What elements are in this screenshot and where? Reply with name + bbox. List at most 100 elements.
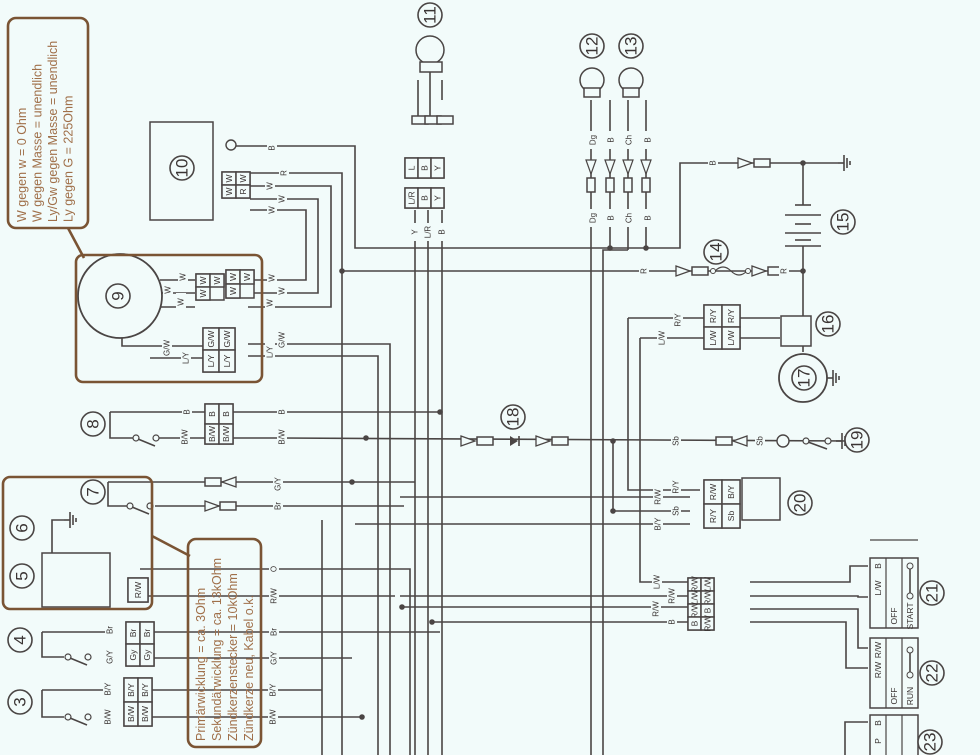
switch-contact-icon — [802, 437, 810, 445]
connector-arrow-icon — [622, 159, 634, 176]
connector-pin-label: B — [420, 165, 430, 171]
component-number-circle — [105, 283, 131, 309]
component-number-9: 9 — [109, 291, 128, 300]
wire-color-label: Sb — [756, 436, 765, 446]
annotation-line: Ly/Gw gegen Masse = unendlich — [46, 41, 60, 222]
component-number-18: 18 — [504, 408, 523, 427]
connector-pin-label: W — [228, 273, 238, 281]
connector-pin-label: Br — [128, 629, 138, 638]
plug-terminal-icon — [219, 501, 237, 511]
wire — [750, 565, 868, 583]
label-bg — [267, 269, 277, 287]
switch-table-label: START — [905, 602, 915, 629]
diode-icon — [510, 436, 518, 446]
wire-color-label: O — [270, 566, 279, 572]
plug-terminal-icon — [476, 436, 494, 446]
label-bg — [181, 349, 191, 367]
highlight-frame-coil — [1, 475, 154, 611]
wire — [250, 172, 343, 755]
bulb-socket — [583, 87, 601, 98]
switch-table-label: RUN — [905, 687, 915, 705]
connector-pin-label: R/Y — [708, 509, 718, 524]
wire-color-label: R/Y — [674, 313, 683, 327]
junction-dot — [359, 714, 365, 720]
switch-contact-icon — [906, 671, 914, 679]
label-bg — [277, 403, 287, 421]
label-bg — [269, 587, 279, 605]
component-number-20: 20 — [791, 494, 810, 513]
plug-terminal-icon — [691, 266, 709, 276]
terminal-icon — [225, 139, 237, 151]
label-bg — [643, 209, 653, 227]
label-bg — [269, 649, 279, 667]
component-number-circle — [579, 33, 605, 59]
label-bg — [671, 502, 681, 520]
wire — [844, 721, 868, 755]
bulb-socket — [622, 87, 640, 98]
switch-lever-icon — [69, 657, 88, 666]
component-number-circle — [7, 627, 33, 653]
wire — [248, 343, 391, 755]
wire-color-label: L/R — [424, 226, 433, 239]
wire-color-label: R/W — [652, 601, 661, 617]
label-bg — [671, 478, 681, 496]
connector-pin-label: B — [420, 195, 430, 201]
label-bg — [639, 262, 649, 280]
connector-pin — [137, 701, 153, 727]
wire-color-label: B/W — [181, 429, 190, 445]
wire-color-label: Ch — [625, 135, 634, 145]
component-number-23: 23 — [921, 733, 940, 752]
label-bg — [268, 681, 278, 699]
wire — [109, 412, 134, 439]
label-bg — [606, 209, 616, 227]
label-bg — [163, 281, 173, 299]
connector-pin-label: B — [207, 411, 217, 417]
connector-pin-label: B/W — [207, 426, 217, 442]
wire-color-label: W — [179, 273, 188, 281]
wire — [248, 355, 379, 755]
wire-color-label: B/W — [104, 709, 113, 725]
connector-pin-label: B/Y — [140, 683, 150, 697]
plug-terminal-icon — [551, 436, 569, 446]
wire — [236, 145, 838, 249]
wire-color-label: R/W — [270, 588, 279, 604]
component-number-circle — [919, 660, 945, 686]
plug-terminal-icon — [586, 177, 596, 193]
component-number-14: 14 — [707, 243, 726, 262]
label-bg — [624, 131, 634, 149]
component-number-circle — [844, 427, 870, 453]
label-bg — [643, 131, 653, 149]
bulb-socket — [419, 61, 443, 73]
component-number-circle — [787, 490, 813, 516]
wire-color-label: W — [278, 287, 287, 295]
wire-color-label: B — [709, 160, 718, 165]
connector-arrow-icon — [731, 435, 748, 447]
connector-arrow-icon — [675, 265, 692, 277]
label-bg — [651, 600, 661, 618]
fuse-end — [745, 268, 751, 274]
connector-pin-label: Br — [142, 629, 152, 638]
connector-pin-label: W — [238, 174, 248, 182]
annotation-line: Zündkerze neu, Kabel o.k. — [242, 595, 256, 741]
relay-icon — [741, 477, 781, 521]
label-bg — [267, 201, 277, 219]
wire-color-label: B — [278, 409, 287, 414]
wire — [41, 690, 64, 718]
wire-color-label: Ch — [625, 213, 634, 223]
label-bg — [673, 311, 683, 329]
junction-dot — [607, 245, 613, 251]
connector-pin — [139, 643, 155, 667]
wire-color-label: Sb — [672, 506, 681, 516]
wire-color-label: B — [268, 145, 277, 150]
wire-color-label: Y — [411, 229, 420, 235]
wire-color-label: B — [607, 137, 616, 142]
connector-pin-label: Gy — [128, 649, 138, 661]
component-number-circle — [7, 689, 33, 715]
component-number-circle — [919, 580, 945, 606]
connector-pin-label: W — [242, 273, 252, 281]
connector-pin-label: L/W — [703, 577, 713, 592]
connector-pin-label: G/W — [222, 331, 232, 348]
wire-color-label: B — [183, 409, 192, 414]
connector-pin — [209, 273, 225, 288]
connector-pin-label: L/W — [726, 330, 736, 345]
